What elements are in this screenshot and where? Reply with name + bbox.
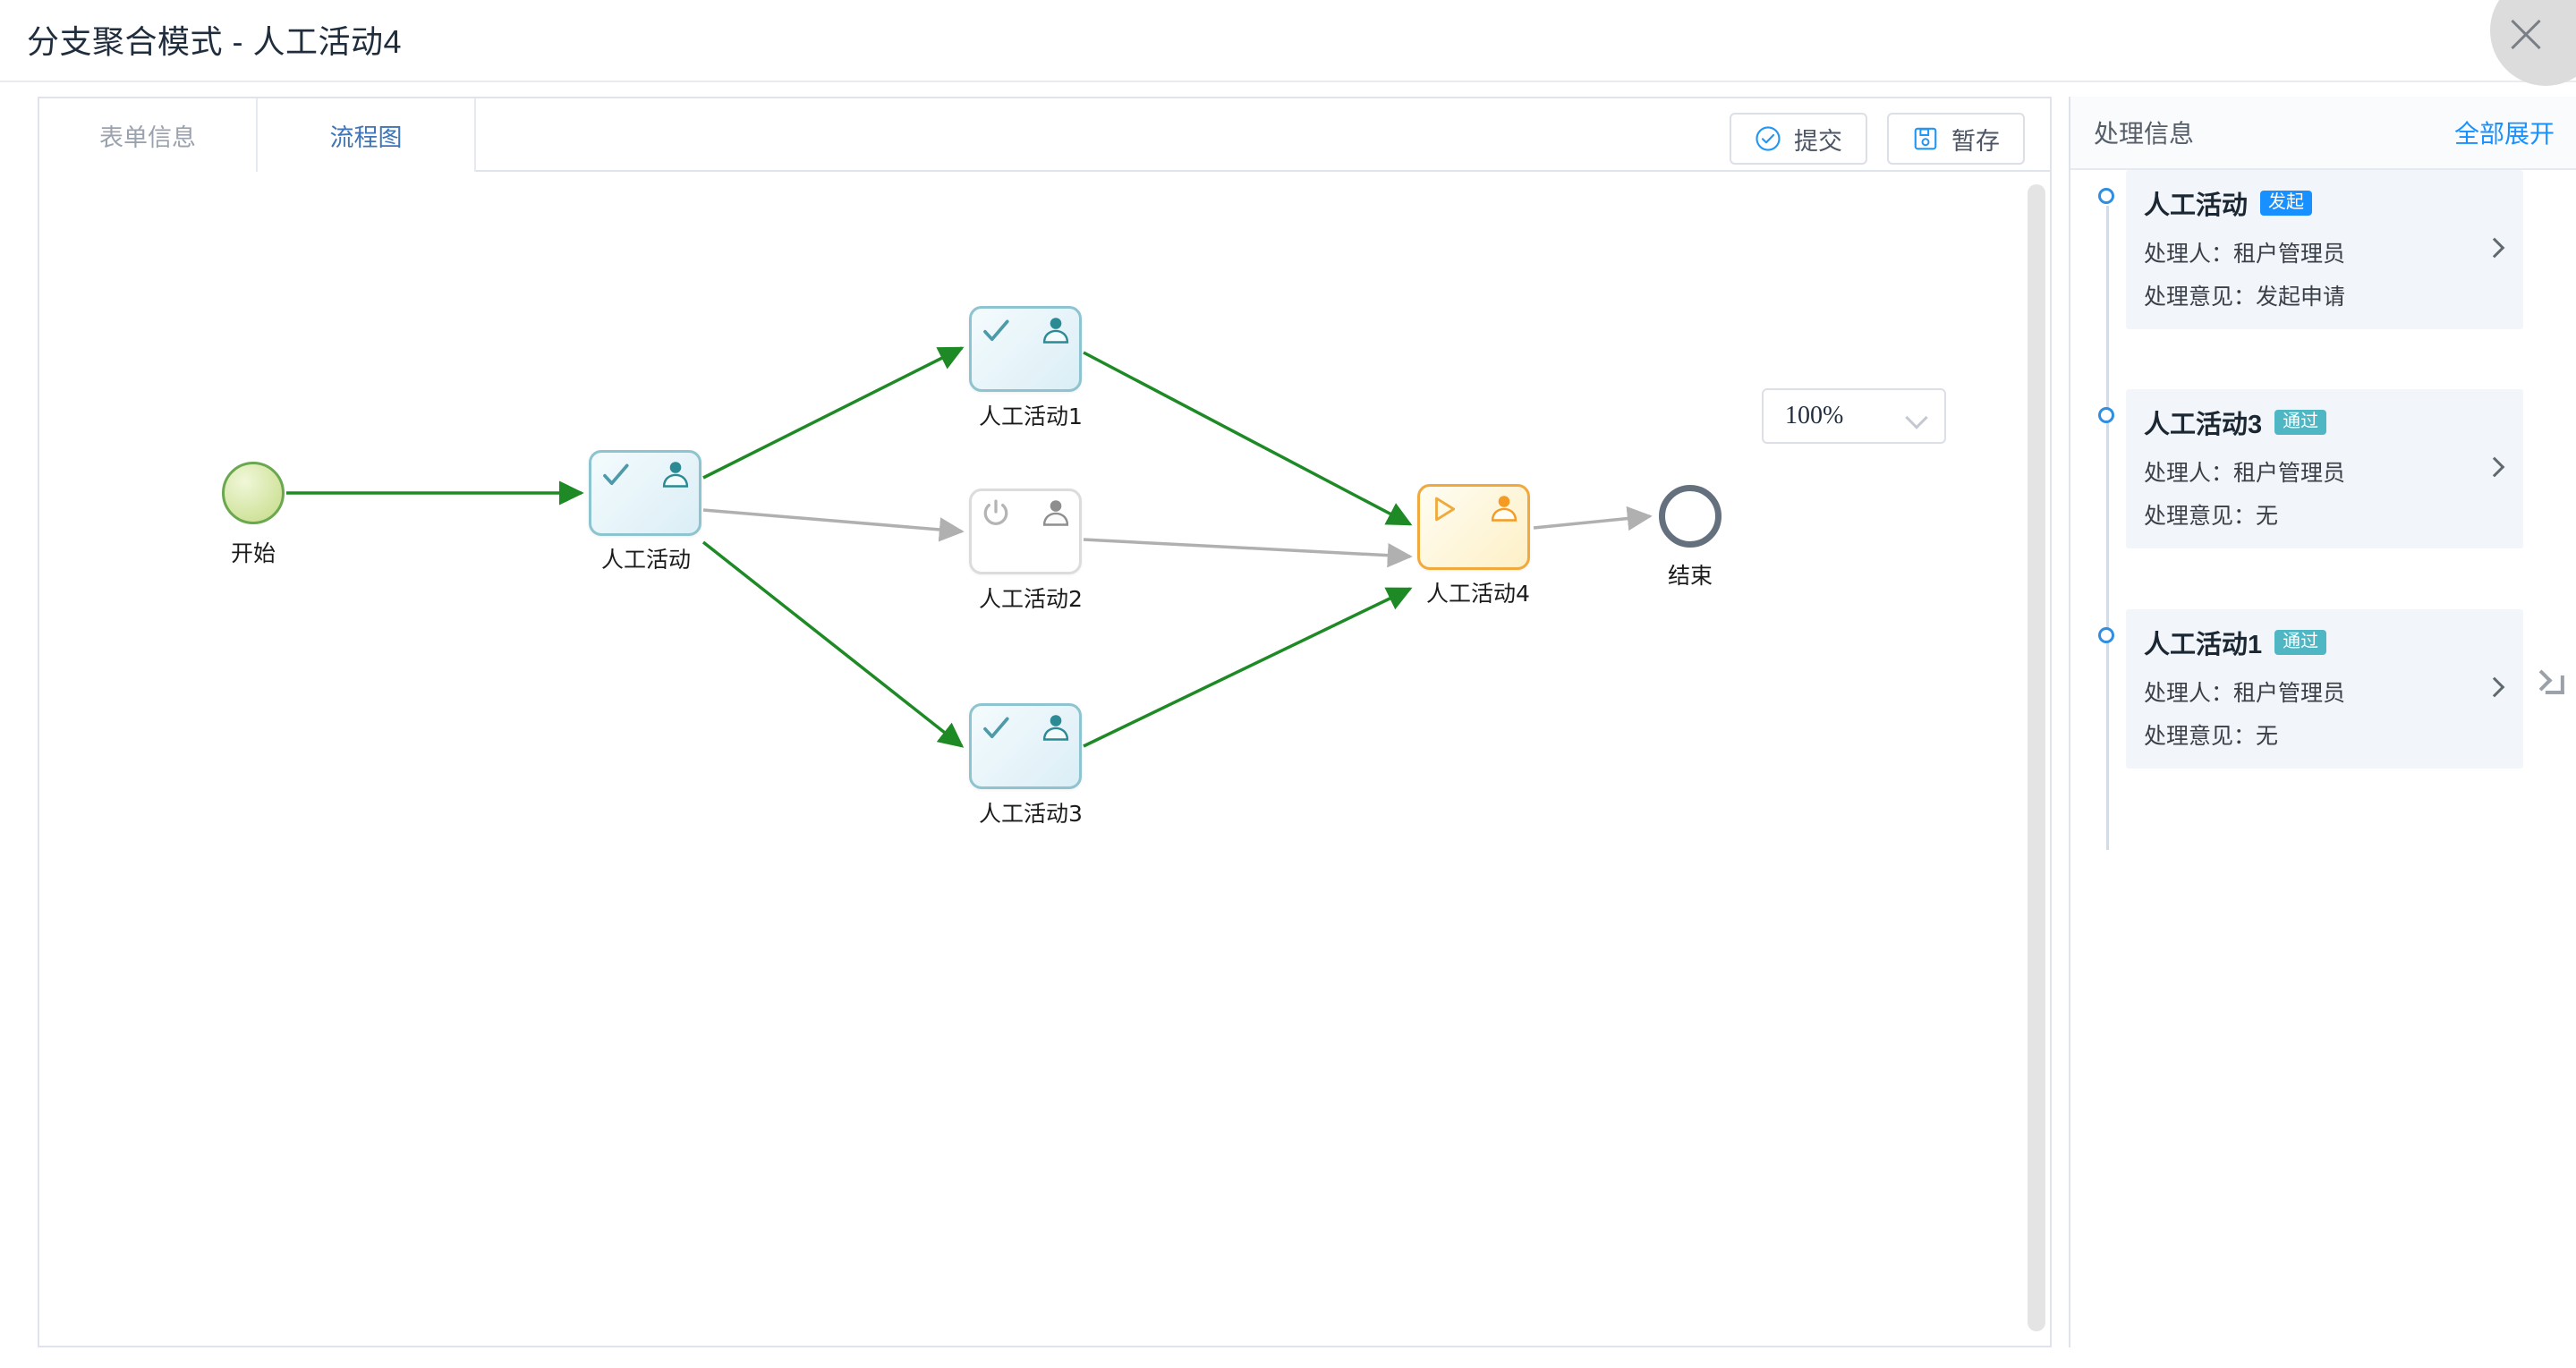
check-icon xyxy=(983,319,1009,342)
process-info-panel: 处理信息 全部展开 人工活动 发起 处理人：租户管理员 处理意见：发起申请 xyxy=(2069,97,2576,1347)
comment-value: 发起申请 xyxy=(2256,285,2346,310)
chevron-down-icon xyxy=(1905,406,1928,429)
process-card-handler-row: 处理人：租户管理员 xyxy=(2144,455,2505,488)
comment-value: 无 xyxy=(2256,724,2279,749)
edge-task2-task4 xyxy=(1083,538,1413,568)
status-badge: 发起 xyxy=(2260,191,2313,216)
process-card[interactable]: 人工活动 发起 处理人：租户管理员 处理意见：发起申请 xyxy=(2126,170,2523,329)
zoom-level-select[interactable]: 100% xyxy=(1762,388,1946,444)
flow-node-task3-label: 人工活动3 xyxy=(979,801,1083,827)
process-card-handler-row: 处理人：租户管理员 xyxy=(2144,236,2505,268)
handler-value: 租户管理员 xyxy=(2233,461,2346,486)
tab-bar: 表单信息 流程图 xyxy=(39,98,2050,172)
flow-edges xyxy=(286,346,1653,748)
check-circle-icon xyxy=(1756,126,1781,151)
flow-node-task4-label: 人工活动4 xyxy=(1426,581,1530,607)
user-icon xyxy=(1491,496,1518,522)
timeline-dot-icon xyxy=(2098,407,2114,423)
flow-node-task2-label: 人工活动2 xyxy=(979,586,1083,612)
floppy-save-icon xyxy=(1914,127,1937,150)
process-card-name: 人工活动 xyxy=(2144,191,2249,220)
chevron-right-icon[interactable] xyxy=(2484,676,2505,698)
save-draft-button[interactable]: 暂存 xyxy=(1887,113,2025,165)
close-icon xyxy=(2506,14,2546,54)
comment-label: 处理意见： xyxy=(2144,724,2257,749)
comment-label: 处理意见： xyxy=(2144,285,2257,310)
process-card-name: 人工活动1 xyxy=(2144,631,2263,659)
process-card-comment-row: 处理意见：无 xyxy=(2144,498,2505,531)
edge-task0-task3 xyxy=(701,540,965,748)
play-icon xyxy=(1435,497,1456,522)
main-panel: 表单信息 流程图 提交 暂存 xyxy=(38,97,2052,1347)
flow-node-task2[interactable] xyxy=(969,489,1082,574)
flow-node-start-label: 开始 xyxy=(230,540,276,566)
flow-node-end-label: 结束 xyxy=(1667,563,1713,589)
handler-value: 租户管理员 xyxy=(2233,681,2346,706)
comment-label: 处理意见： xyxy=(2144,504,2257,529)
user-icon xyxy=(662,462,689,488)
timeline-axis xyxy=(2106,206,2109,850)
expand-all-link[interactable]: 全部展开 xyxy=(2453,120,2555,148)
flow-node-task3[interactable] xyxy=(969,703,1082,789)
double-chevron-right-icon xyxy=(2530,669,2553,692)
process-info-title: 处理信息 xyxy=(2094,120,2195,148)
power-icon xyxy=(983,499,1008,525)
close-button[interactable] xyxy=(2490,0,2576,86)
title-bar: 分支聚合模式 - 人工活动4 xyxy=(0,0,2576,86)
user-icon xyxy=(1042,715,1069,741)
flow-node-end[interactable] xyxy=(1659,485,1722,548)
status-badge: 通过 xyxy=(2274,410,2327,435)
tab-flow-chart[interactable]: 流程图 xyxy=(258,98,476,172)
process-card-title-row: 人工活动1 通过 xyxy=(2144,624,2505,661)
flow-canvas[interactable]: 开始 人工活动 人工活动1 xyxy=(39,174,2050,1346)
flow-node-task4[interactable] xyxy=(1417,484,1530,570)
chevron-right-icon[interactable] xyxy=(2484,237,2505,259)
flow-node-task0[interactable] xyxy=(589,450,701,536)
process-card[interactable]: 人工活动1 通过 处理人：租户管理员 处理意见：无 xyxy=(2126,609,2523,769)
flow-node-task0-label: 人工活动 xyxy=(600,547,691,573)
chevron-right-icon[interactable] xyxy=(2484,456,2505,478)
process-card-title-row: 人工活动 发起 xyxy=(2144,184,2505,222)
process-card-name: 人工活动3 xyxy=(2144,411,2263,439)
user-icon xyxy=(1042,500,1069,526)
edge-task1-task4 xyxy=(1083,351,1413,526)
collapse-panel-button[interactable] xyxy=(2530,662,2573,703)
edge-task4-end xyxy=(1533,506,1653,531)
check-icon xyxy=(603,463,629,486)
submit-button-label: 提交 xyxy=(1794,127,1842,155)
check-icon xyxy=(983,717,1009,739)
page-title: 分支聚合模式 - 人工活动4 xyxy=(27,23,403,60)
edge-task0-task2 xyxy=(702,508,965,542)
process-info-header: 处理信息 全部展开 xyxy=(2070,97,2576,170)
flow-node-task1[interactable] xyxy=(969,306,1082,392)
process-card-comment-row: 处理意见：发起申请 xyxy=(2144,279,2505,311)
edge-task0-task1 xyxy=(702,346,965,480)
toolbar-actions: 提交 暂存 xyxy=(1730,113,2025,165)
zoom-level-value: 100% xyxy=(1785,402,1844,429)
tab-form-info[interactable]: 表单信息 xyxy=(39,98,258,172)
status-badge: 通过 xyxy=(2274,630,2327,655)
handler-label: 处理人： xyxy=(2144,242,2234,267)
handler-label: 处理人： xyxy=(2144,681,2234,706)
user-icon xyxy=(1042,318,1069,344)
process-card-title-row: 人工活动3 通过 xyxy=(2144,404,2505,441)
submit-button[interactable]: 提交 xyxy=(1730,113,1867,165)
process-card-comment-row: 处理意见：无 xyxy=(2144,718,2505,751)
process-timeline: 人工活动 发起 处理人：租户管理员 处理意见：发起申请 人工活动3 通过 xyxy=(2070,170,2576,1347)
handler-value: 租户管理员 xyxy=(2233,242,2346,267)
flow-node-task1-label: 人工活动1 xyxy=(979,404,1083,429)
flow-node-start[interactable] xyxy=(222,462,285,524)
save-draft-button-label: 暂存 xyxy=(1951,127,2000,155)
process-card[interactable]: 人工活动3 通过 处理人：租户管理员 处理意见：无 xyxy=(2126,389,2523,548)
process-card-handler-row: 处理人：租户管理员 xyxy=(2144,676,2505,708)
edge-task3-task4 xyxy=(1083,587,1413,748)
comment-value: 无 xyxy=(2256,504,2279,529)
canvas-vertical-scrollbar[interactable] xyxy=(2028,184,2045,1331)
timeline-dot-icon xyxy=(2098,627,2114,643)
timeline-dot-icon xyxy=(2098,188,2114,204)
handler-label: 处理人： xyxy=(2144,461,2234,486)
